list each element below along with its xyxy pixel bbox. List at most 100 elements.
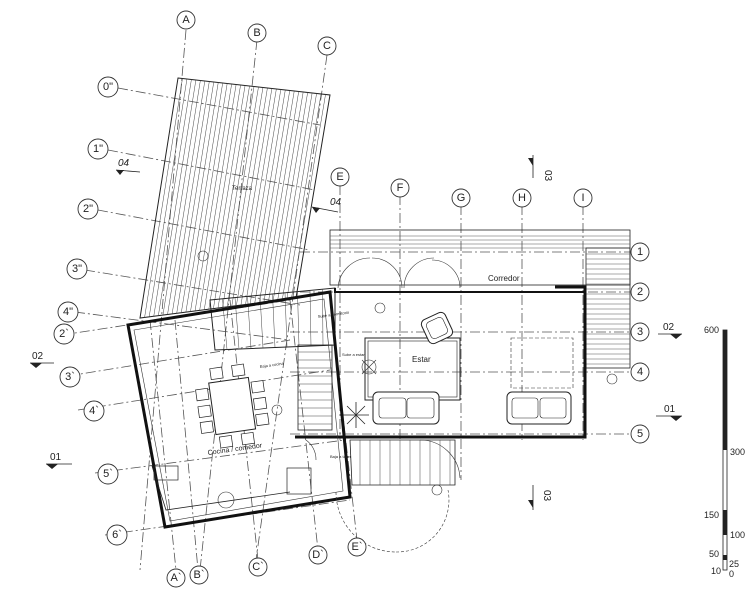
grid-bubble-Ep: E` — [347, 537, 367, 557]
svg-text:B`: B` — [194, 569, 205, 581]
scale-tick-100: 100 — [730, 530, 745, 540]
scale-tick-25: 25 — [729, 559, 739, 569]
grid-bubble-H: H — [512, 188, 532, 208]
svg-text:03: 03 — [542, 170, 553, 182]
section-marker-04-a: 04 — [115, 158, 141, 175]
svg-text:E: E — [336, 171, 343, 183]
lower-stairs: Baja a taller — [305, 302, 618, 553]
svg-text:4`: 4` — [89, 405, 99, 417]
scale-tick-150: 150 — [704, 510, 719, 520]
scale-tick-300: 300 — [730, 447, 745, 457]
kitchen-label: Cocina / comedor — [207, 442, 263, 457]
svg-text:E`: E` — [352, 541, 363, 553]
svg-text:I: I — [581, 192, 584, 204]
fridge-icon — [286, 467, 312, 495]
stairs-down-label: Baja a taller — [330, 454, 352, 459]
grid-bubble-2p: 2` — [53, 323, 75, 345]
terrace-deck: Terraza — [139, 77, 331, 319]
grid-bubble-1: 1 — [630, 242, 650, 262]
section-marker-01-right: 01 — [656, 404, 682, 421]
section-marker-02-left: 02 — [30, 351, 54, 368]
scale-tick-10: 10 — [711, 566, 721, 576]
svg-text:C: C — [323, 40, 331, 52]
svg-text:A`: A` — [171, 572, 182, 584]
grid-bubble-1pp: 1" — [87, 138, 109, 160]
scale-bar: 600 300 150 100 50 25 10 0 — [704, 325, 745, 579]
grid-bubble-E: E — [330, 167, 350, 187]
grid-bubble-2: 2 — [630, 282, 650, 302]
grid-lines-letters — [139, 29, 584, 571]
svg-text:A: A — [182, 14, 190, 26]
svg-text:0": 0" — [103, 81, 113, 93]
svg-text:C`: C` — [252, 561, 264, 573]
svg-text:4": 4" — [63, 306, 73, 318]
corridor: Corredor — [329, 229, 631, 289]
grid-bubble-3p: 3` — [59, 366, 81, 388]
svg-text:5`: 5` — [103, 468, 113, 480]
svg-text:01: 01 — [50, 452, 62, 463]
grid-bubble-3: 3 — [630, 322, 650, 342]
svg-text:F: F — [397, 182, 404, 194]
svg-text:1: 1 — [637, 246, 643, 258]
living-label: Estar — [412, 355, 431, 364]
svg-text:6`: 6` — [112, 529, 122, 541]
scale-tick-600: 600 — [704, 325, 719, 335]
svg-text:2: 2 — [637, 286, 643, 298]
grid-bubble-Cp: C` — [248, 557, 268, 577]
svg-text:03: 03 — [541, 490, 552, 502]
grid-bubble-I: I — [573, 188, 593, 208]
grid-bubble-A: A — [176, 10, 196, 30]
section-marker-02-right: 02 — [658, 322, 682, 339]
right-deck — [585, 247, 631, 369]
stove-icon — [361, 359, 377, 375]
section-marker-04-b: 04 — [311, 197, 342, 213]
stairs-up-label: Sube a dormitorio — [317, 310, 350, 319]
svg-text:4: 4 — [637, 366, 643, 378]
svg-text:04: 04 — [330, 197, 342, 208]
grid-bubble-4pp: 4" — [57, 301, 79, 323]
section-marker-03-top: 03 — [528, 155, 553, 182]
plant-icon — [343, 402, 369, 428]
grid-bubble-0pp: 0" — [97, 76, 119, 98]
drain-kitchen-icon — [271, 404, 283, 416]
dining-table-icon — [195, 363, 270, 449]
stairs-kitchen-label: Baja a cocina — [259, 361, 284, 369]
grid-bubble-Ap: A` — [166, 568, 186, 588]
svg-text:3": 3" — [72, 263, 82, 275]
grid-bubble-Bp: B` — [189, 565, 209, 585]
grid-bubble-5p: 5` — [97, 463, 119, 485]
svg-text:01: 01 — [664, 404, 676, 415]
scale-tick-50: 50 — [709, 549, 719, 559]
svg-text:G: G — [457, 192, 466, 204]
grid-bubble-B: B — [247, 23, 267, 43]
grid-bubble-F: F — [390, 178, 410, 198]
grid-bubble-4p: 4` — [83, 400, 105, 422]
grid-bubble-3pp: 3" — [66, 258, 88, 280]
svg-text:2`: 2` — [59, 328, 69, 340]
kitchen-block: Cocina / comedor Baja a cocina — [126, 290, 352, 529]
terrace-label: Terraza — [232, 186, 253, 192]
svg-text:02: 02 — [32, 351, 44, 362]
section-marker-03-bottom: 03 — [528, 485, 552, 510]
grid-bubble-2pp: 2" — [77, 198, 99, 220]
sofa-right-icon — [506, 391, 572, 425]
svg-text:5: 5 — [637, 428, 643, 440]
living-block: Estar — [295, 285, 587, 439]
svg-text:H: H — [518, 192, 526, 204]
corridor-label: Corredor — [488, 274, 520, 283]
grid-bubble-G: G — [451, 188, 471, 208]
svg-text:3`: 3` — [65, 371, 75, 383]
svg-text:D`: D` — [312, 549, 324, 561]
grid-bubble-4: 4 — [630, 362, 650, 382]
svg-text:1": 1" — [93, 143, 103, 155]
svg-text:3: 3 — [637, 326, 643, 338]
svg-text:2": 2" — [83, 203, 93, 215]
grid-bubble-Dp: D` — [308, 545, 328, 565]
armchair-icon — [420, 311, 454, 345]
stairs-up2-label: Sube a estar — [342, 352, 365, 357]
svg-text:04: 04 — [118, 158, 130, 169]
svg-text:02: 02 — [663, 322, 675, 333]
drain-icon — [197, 250, 209, 262]
grid-bubble-C: C — [317, 36, 337, 56]
